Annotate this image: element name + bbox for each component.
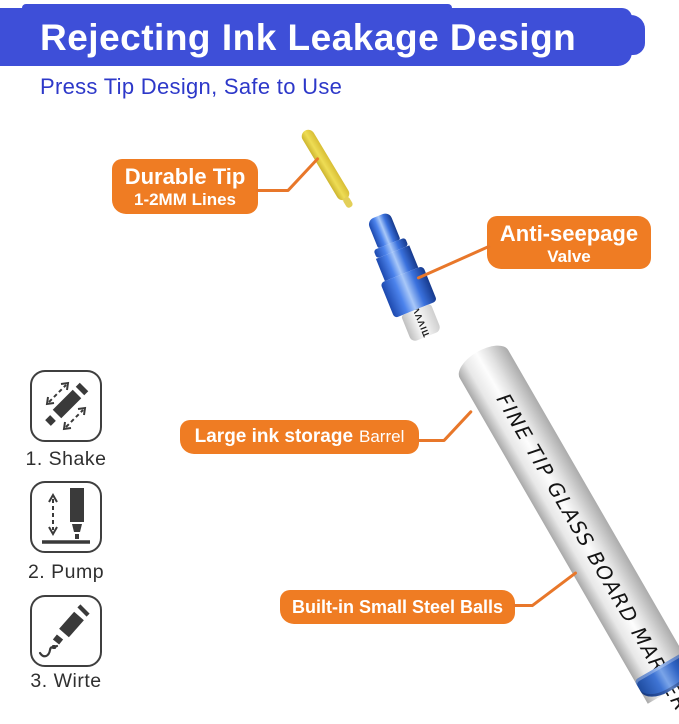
step-write-box bbox=[30, 595, 102, 667]
callout-durable-tip: Durable Tip 1-2MM Lines bbox=[112, 159, 258, 214]
connector-durable-tip-d bbox=[286, 156, 320, 193]
step-write-label: 3. Wirte bbox=[30, 670, 102, 692]
callout-ink-storage: Large ink storage Barrel bbox=[180, 420, 419, 454]
callout-durable-tip-title: Durable Tip bbox=[124, 164, 246, 189]
title-banner: Rejecting Ink Leakage Design bbox=[0, 4, 645, 66]
valve-print-marks: ΛΛΛΙШ bbox=[410, 305, 433, 341]
barrel-print-text: FINE TIP GLASS BOARD MARKER bbox=[491, 389, 679, 716]
callout-anti-seepage-title: Anti-seepage bbox=[499, 221, 639, 246]
pen-barrel: FINE TIP GLASS BOARD MARKER bbox=[452, 338, 679, 716]
pen-valve-assembly: ΛΛΛΙШ bbox=[357, 207, 448, 345]
connector-durable-tip-h bbox=[256, 189, 289, 192]
connector-ink-storage-d bbox=[442, 409, 473, 443]
callout-anti-seepage: Anti-seepage Valve bbox=[487, 216, 651, 269]
connector-steel-balls-h bbox=[513, 604, 533, 607]
product-infographic: Rejecting Ink Leakage Design Press Tip D… bbox=[0, 0, 679, 690]
callout-ink-storage-title: Large ink storage bbox=[194, 426, 354, 447]
callout-ink-storage-sub: Barrel bbox=[359, 427, 405, 446]
page-subtitle: Press Tip Design, Safe to Use bbox=[40, 74, 343, 99]
write-icon bbox=[38, 604, 90, 658]
step-pump-label: 2. Pump bbox=[27, 561, 105, 583]
connector-ink-storage-h bbox=[418, 439, 445, 442]
pen-tip-nib bbox=[299, 127, 352, 203]
shake-icon bbox=[45, 381, 89, 431]
pump-icon bbox=[42, 488, 90, 544]
callout-steel-balls: Built-in Small Steel Balls bbox=[280, 590, 515, 624]
step-shake-box bbox=[30, 370, 102, 442]
page-title: Rejecting Ink Leakage Design bbox=[40, 17, 577, 58]
callout-durable-tip-sub: 1-2MM Lines bbox=[133, 190, 237, 209]
step-shake-label: 1. Shake bbox=[25, 448, 107, 470]
connector-anti-seepage bbox=[416, 244, 491, 280]
connector-steel-balls-d bbox=[530, 570, 578, 608]
callout-steel-balls-label: Built-in Small Steel Balls bbox=[291, 597, 504, 617]
step-pump-box bbox=[30, 481, 102, 553]
callout-anti-seepage-sub: Valve bbox=[547, 247, 591, 266]
